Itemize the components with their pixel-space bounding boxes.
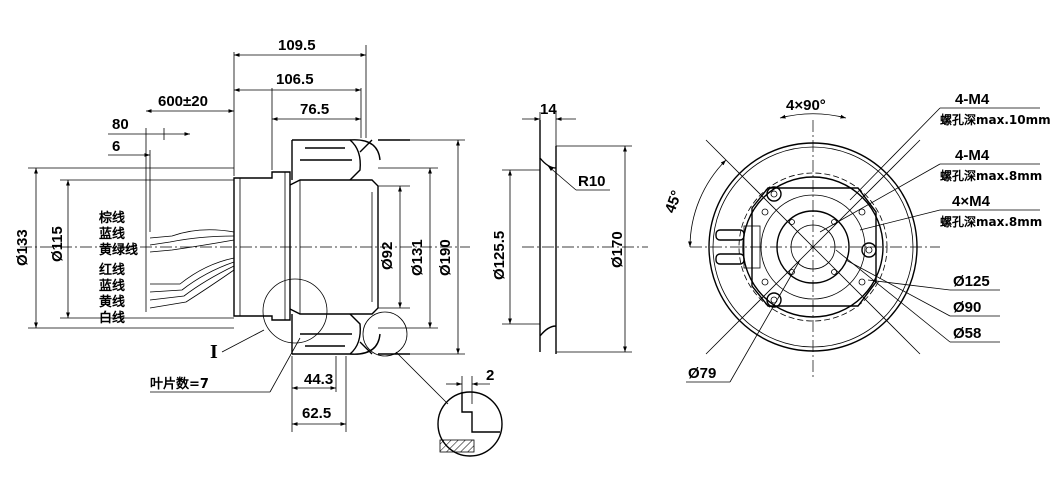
detail-view: 2 — [437, 367, 503, 457]
dim-dia-ring-inner: Ø125.5 — [491, 231, 508, 280]
dim-detail-clearance: 2 — [486, 367, 494, 384]
dim-tin-length: 6 — [112, 138, 120, 155]
dim-dia-ring-outer: Ø170 — [609, 231, 626, 268]
side-view: 棕线 蓝线 黄绿线 红线 蓝线 黄线 白线 109.5 106.5 76.5 6… — [14, 37, 503, 457]
dim-width-rotor: 76.5 — [300, 101, 329, 118]
wire-label-yellow: 黄线 — [99, 294, 125, 310]
wire-label-blue-2: 蓝线 — [99, 278, 125, 294]
blade-count: 叶片数=7 — [150, 376, 209, 392]
dim-dia-58: Ø58 — [953, 325, 981, 342]
note-1-text: 螺孔深max.10mm — [940, 112, 1051, 127]
note-2-title: 4-M4 — [955, 147, 990, 164]
wire-label-red: 红线 — [99, 262, 125, 278]
note-3-title: 4×M4 — [952, 193, 991, 210]
dim-angle-offset: 45° — [662, 188, 686, 215]
cable-glands — [715, 225, 761, 269]
dim-angle-pattern: 4×90° — [786, 97, 826, 114]
dim-depth-inlet: 44.3 — [304, 371, 333, 388]
dim-width-total: 109.5 — [278, 37, 316, 54]
dim-dia-125: Ø125 — [953, 273, 990, 290]
note-1-title: 4-M4 — [955, 91, 990, 108]
wire-label-blue: 蓝线 — [99, 226, 125, 242]
note-2-text: 螺孔深max.8mm — [940, 168, 1042, 183]
wire-label-yellow-green: 黄绿线 — [99, 242, 138, 258]
dim-dia-79: Ø79 — [688, 365, 716, 382]
dim-ring-thickness: 14 — [540, 101, 557, 118]
dim-dia-outer-flange: Ø133 — [14, 229, 31, 266]
dim-dia-hub: Ø92 — [379, 242, 396, 270]
dim-depth-impeller: 62.5 — [302, 405, 331, 422]
cable-bundle — [145, 229, 235, 312]
wire-labels: 棕线 蓝线 黄绿线 红线 蓝线 黄线 白线 — [98, 210, 138, 326]
front-view: 4×90° 45° 4-M4 螺孔深max.10mm 4-M4 螺孔深max.8… — [662, 91, 1051, 383]
dim-dia-motor: Ø115 — [49, 226, 66, 262]
screw-holes — [761, 186, 877, 308]
dim-ring-radius: R10 — [578, 173, 606, 190]
detail-label: I — [210, 341, 218, 363]
dim-dia-90: Ø90 — [953, 299, 981, 316]
dim-width-body: 106.5 — [276, 71, 314, 88]
dim-dia-inlet: Ø131 — [409, 239, 426, 276]
dim-strip-length: 80 — [112, 116, 129, 133]
dim-dia-impeller: Ø190 — [437, 239, 454, 276]
dim-cable-length: 600±20 — [158, 93, 208, 110]
section-view: Ø170 Ø125.5 14 R10 — [491, 101, 648, 354]
wire-label-brown: 棕线 — [98, 210, 125, 226]
note-3-text: 螺孔深max.8mm — [940, 214, 1042, 229]
